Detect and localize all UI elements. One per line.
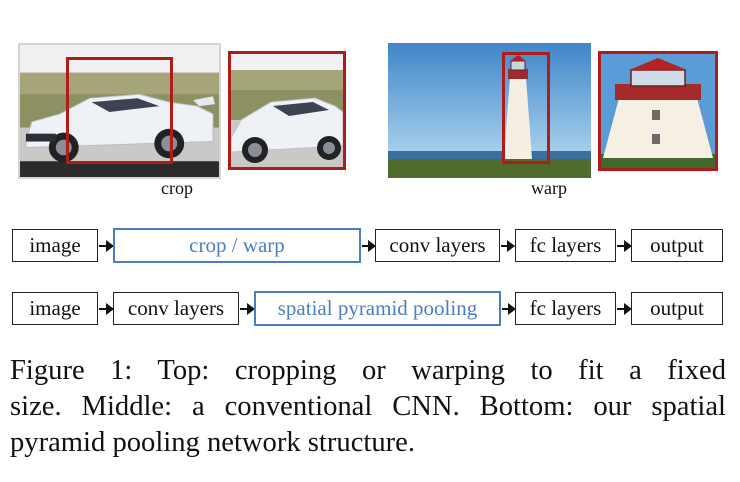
pipeline-spp-image: image xyxy=(12,292,98,325)
lighthouse-warped-photo xyxy=(598,51,718,171)
figure-caption: Figure 1: Top: cropping or warping to fi… xyxy=(10,353,726,461)
lighthouse-photo xyxy=(388,43,591,178)
pipeline-conventional-crop-warp: crop / warp xyxy=(113,228,361,263)
pipeline-spp-fc-layers: fc layers xyxy=(515,292,616,325)
pipeline-conventional-fc-layers: fc layers xyxy=(515,229,616,262)
arrow-icon xyxy=(240,303,255,315)
pipeline-spp-conv-layers: conv layers xyxy=(113,292,239,325)
pipeline-conventional-image: image xyxy=(12,229,98,262)
crop-region-box xyxy=(66,57,173,164)
pipeline-conventional-output: output xyxy=(631,229,723,262)
arrow-icon xyxy=(99,303,114,315)
crop-region-box xyxy=(502,52,550,164)
arrow-icon xyxy=(502,303,516,315)
warp-label: warp xyxy=(531,178,567,198)
arrow-icon xyxy=(362,240,376,252)
arrow-icon xyxy=(501,240,515,252)
crop-label: crop xyxy=(161,178,193,198)
caption-line-3: pyramid pooling network structure. xyxy=(10,427,415,458)
caption-line-1: Figure 1: Top: cropping or warping to fi… xyxy=(10,355,726,386)
arrow-icon xyxy=(617,240,632,252)
car-cropped-photo xyxy=(228,51,346,170)
caption-line-2: size. Middle: a conventional CNN. Bottom… xyxy=(10,391,726,422)
pipeline-spp-output: output xyxy=(631,292,723,325)
arrow-icon xyxy=(99,240,114,252)
arrow-icon xyxy=(617,303,632,315)
pipeline-conventional-conv-layers: conv layers xyxy=(375,229,500,262)
pipeline-spp-spatial-pyramid-pooling: spatial pyramid pooling xyxy=(254,291,501,326)
